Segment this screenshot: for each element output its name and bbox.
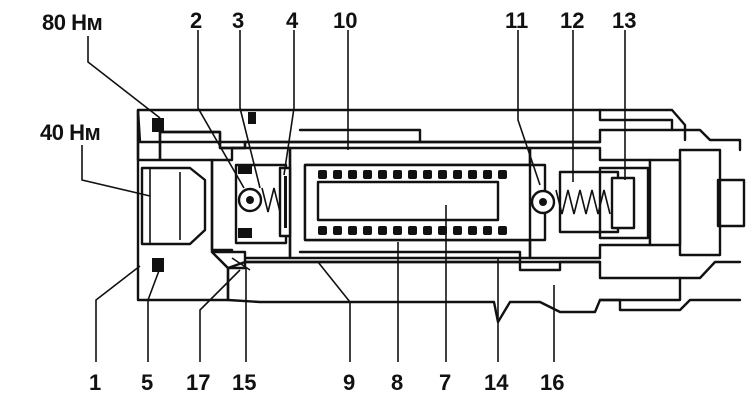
spring-coil-top — [498, 170, 507, 179]
spring-coil-bottom — [453, 226, 462, 235]
spring-coil-top — [423, 170, 432, 179]
leader-lines — [81, 30, 626, 362]
part-label-10: 10 — [333, 8, 357, 33]
spring-coil-top — [333, 170, 342, 179]
part-label-7: 7 — [439, 370, 451, 395]
part-label-13: 13 — [612, 8, 636, 33]
top-part-labels: 2 3 4 10 11 12 13 — [190, 8, 636, 33]
passage-17-15 — [210, 250, 251, 271]
spring-coil-top — [453, 170, 462, 179]
spring-coil-bottom — [483, 226, 492, 235]
part-label-12: 12 — [560, 8, 584, 33]
spring-coil-bottom — [408, 226, 417, 235]
housing — [136, 108, 742, 324]
spring-coil-top — [393, 170, 402, 179]
spring-coil-bottom — [378, 226, 387, 235]
spring-coil-bottom — [423, 226, 432, 235]
part-label-16: 16 — [540, 370, 564, 395]
spring-coil-bottom — [393, 226, 402, 235]
part-label-15: 15 — [232, 370, 256, 395]
part-label-17: 17 — [186, 370, 210, 395]
part-label-4: 4 — [286, 8, 299, 33]
spring-coil-top — [468, 170, 477, 179]
torque-label-lower: 40 Нм — [40, 120, 100, 145]
spring-coil-top — [408, 170, 417, 179]
spring-coil-top — [438, 170, 447, 179]
part-label-9: 9 — [343, 370, 355, 395]
spring-coil-bottom — [333, 226, 342, 235]
bottom-part-labels: 1 5 17 15 9 8 7 14 16 — [89, 370, 564, 395]
inner-cylinder — [288, 146, 532, 260]
part-label-5: 5 — [141, 370, 153, 395]
spring-coil-top — [348, 170, 357, 179]
spring-coil-bottom — [348, 226, 357, 235]
part-label-11: 11 — [505, 8, 528, 33]
spring-coil-bottom — [363, 226, 372, 235]
spring-coil-top — [363, 170, 372, 179]
spring-coil-bottom — [318, 226, 327, 235]
part-label-3: 3 — [232, 8, 244, 33]
torque-labels: 80 Нм 40 Нм — [40, 10, 103, 145]
spring-coil-bottom — [438, 226, 447, 235]
part-label-8: 8 — [391, 370, 403, 395]
part-label-2: 2 — [190, 8, 202, 33]
spring-coil-top — [318, 170, 327, 179]
left-valve-assembly — [210, 146, 292, 260]
spring-coil-top — [483, 170, 492, 179]
main-spring — [318, 170, 507, 235]
spring-coil-bottom — [468, 226, 477, 235]
torque-label-upper: 80 Нм — [42, 10, 102, 35]
part-label-14: 14 — [484, 370, 509, 395]
spring-coil-top — [378, 170, 387, 179]
part-label-1: 1 — [89, 370, 101, 395]
right-valve-assembly — [528, 146, 746, 260]
spring-coil-bottom — [498, 226, 507, 235]
